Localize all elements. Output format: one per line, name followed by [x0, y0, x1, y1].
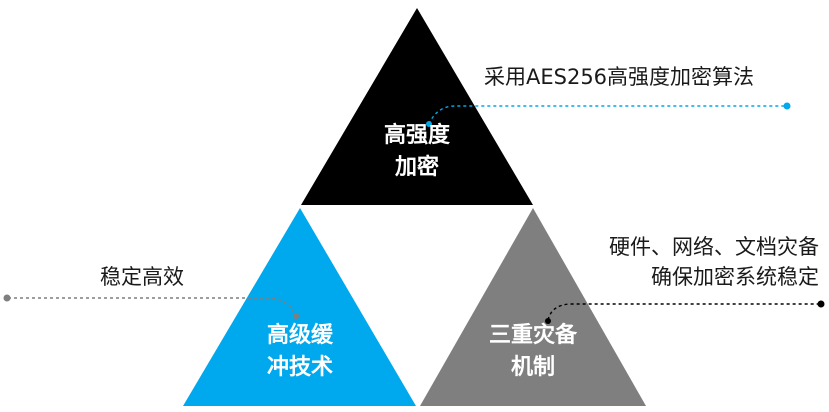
right-callout-connector — [545, 300, 825, 324]
right-label-line2: 机制 — [510, 355, 555, 380]
top-callout-text: 采用AES256高强度加密算法 — [484, 65, 755, 89]
right-triangle-label: 三重灾备 机制 — [468, 320, 598, 384]
right-callout-text: 硬件、网络、文档灾备 确保加密系统稳定 — [609, 232, 819, 292]
right-connector-end-dot — [817, 300, 825, 308]
left-label-line2: 冲技术 — [266, 355, 333, 380]
right-callout-line2: 确保加密系统稳定 — [651, 265, 819, 289]
triangle-right — [420, 208, 646, 406]
top-connector-end-dot — [783, 102, 791, 110]
top-triangle-label: 高强度 加密 — [357, 120, 477, 184]
top-label-line1: 高强度 — [383, 123, 450, 148]
left-connector-line — [8, 297, 296, 315]
right-label-line1: 三重灾备 — [488, 323, 577, 348]
top-connector-start-dot — [426, 121, 432, 127]
right-connector-start-dot — [545, 318, 551, 324]
left-triangle-label: 高级缓 冲技术 — [240, 320, 360, 384]
top-connector-line — [428, 105, 786, 125]
triangle-top — [301, 8, 533, 205]
right-connector-line — [547, 303, 820, 321]
left-connector-end-dot — [3, 294, 11, 302]
top-label-line2: 加密 — [394, 155, 439, 180]
left-label-line1: 高级缓 — [266, 323, 333, 348]
left-connector-start-dot — [293, 313, 299, 319]
triangle-left — [183, 208, 416, 406]
left-callout-connector — [3, 294, 299, 319]
left-callout-text: 稳定高效 — [100, 265, 184, 289]
top-callout-connector — [426, 102, 791, 127]
right-callout-line1: 硬件、网络、文档灾备 — [609, 235, 819, 259]
